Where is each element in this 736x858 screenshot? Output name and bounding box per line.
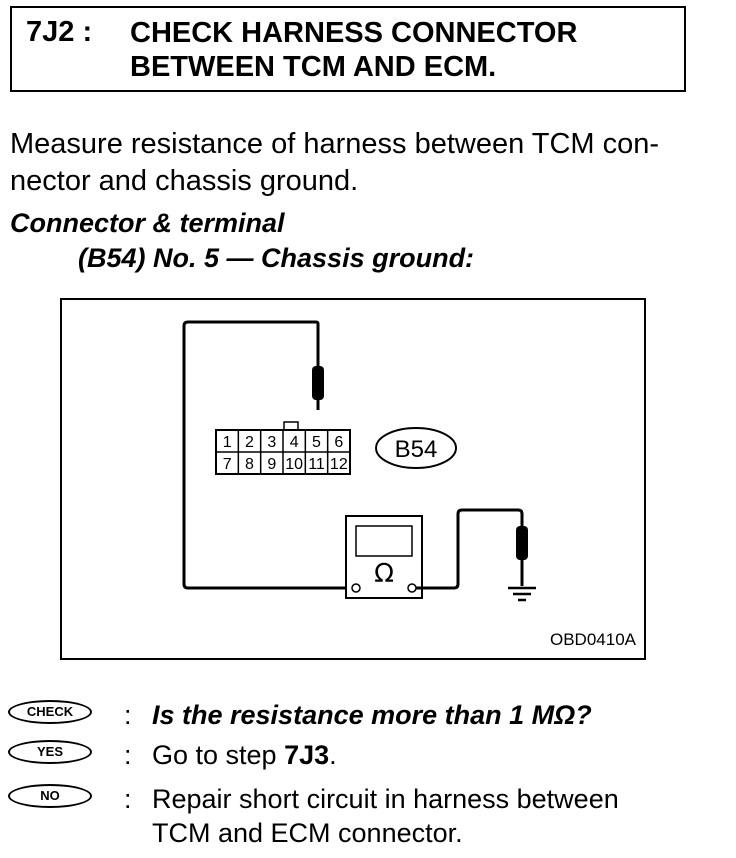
connector-callout-label: B54: [395, 436, 438, 463]
probe-left-icon: [312, 366, 324, 400]
chassis-ground-icon: [508, 586, 536, 602]
yes-answer-suffix: .: [329, 740, 337, 770]
connector-callout-oval: [375, 427, 457, 469]
connector-latch: [283, 421, 299, 431]
no-badge: NO: [8, 784, 92, 808]
connector-pin-label: 11: [308, 456, 325, 473]
step-header-box: 7J2 : CHECK HARNESS CONNECTOR BETWEEN TC…: [10, 6, 686, 92]
connector-pin-label: 3: [267, 434, 276, 451]
instruction-text: Measure resistance of harness between TC…: [10, 128, 660, 197]
probe-wire-right: [416, 508, 524, 590]
connector-pin-label: 6: [334, 434, 343, 451]
connector-pin-label: 7: [223, 456, 232, 473]
no-colon: :: [124, 784, 132, 814]
figure-id: OBD0410A: [550, 630, 636, 649]
ohmmeter-icon: Ω: [345, 515, 423, 599]
spec-heading: Connector & terminal: [10, 208, 285, 238]
connector-pin-label: 10: [285, 456, 303, 473]
ohmmeter-terminal-left: [351, 583, 361, 593]
connector-pin-label: 9: [267, 456, 276, 473]
connector-pin-label: 12: [330, 456, 348, 473]
no-answer: Repair short circuit in harness between …: [152, 784, 619, 848]
step-title: CHECK HARNESS CONNECTOR BETWEEN TCM AND …: [130, 17, 578, 83]
yes-step-ref: 7J3: [284, 740, 330, 770]
step-code: 7J2 :: [26, 16, 93, 48]
connector-pin-label: 1: [223, 434, 232, 451]
ohmmeter-display: [355, 525, 413, 557]
yes-answer: Go to step 7J3.: [152, 738, 732, 772]
connector-pin-label: 8: [245, 456, 254, 473]
yes-colon: :: [124, 740, 132, 770]
check-badge: CHECK: [8, 700, 92, 724]
spec-detail: (B54) No. 5 — Chassis ground:: [78, 243, 475, 273]
check-question: Is the resistance more than 1 MΩ?: [152, 700, 592, 730]
connector-pin-label: 5: [312, 434, 321, 451]
ohm-symbol: Ω: [374, 559, 394, 589]
ohmmeter-terminal-right: [407, 583, 417, 593]
probe-right-icon: [516, 526, 528, 560]
connector-pin-label: 4: [290, 434, 299, 451]
connector-pin-label: 2: [245, 434, 254, 451]
probe-wire-left: [182, 320, 352, 590]
yes-answer-prefix: Go to step: [152, 740, 285, 770]
yes-badge: YES: [8, 740, 92, 764]
check-colon: :: [124, 700, 132, 730]
